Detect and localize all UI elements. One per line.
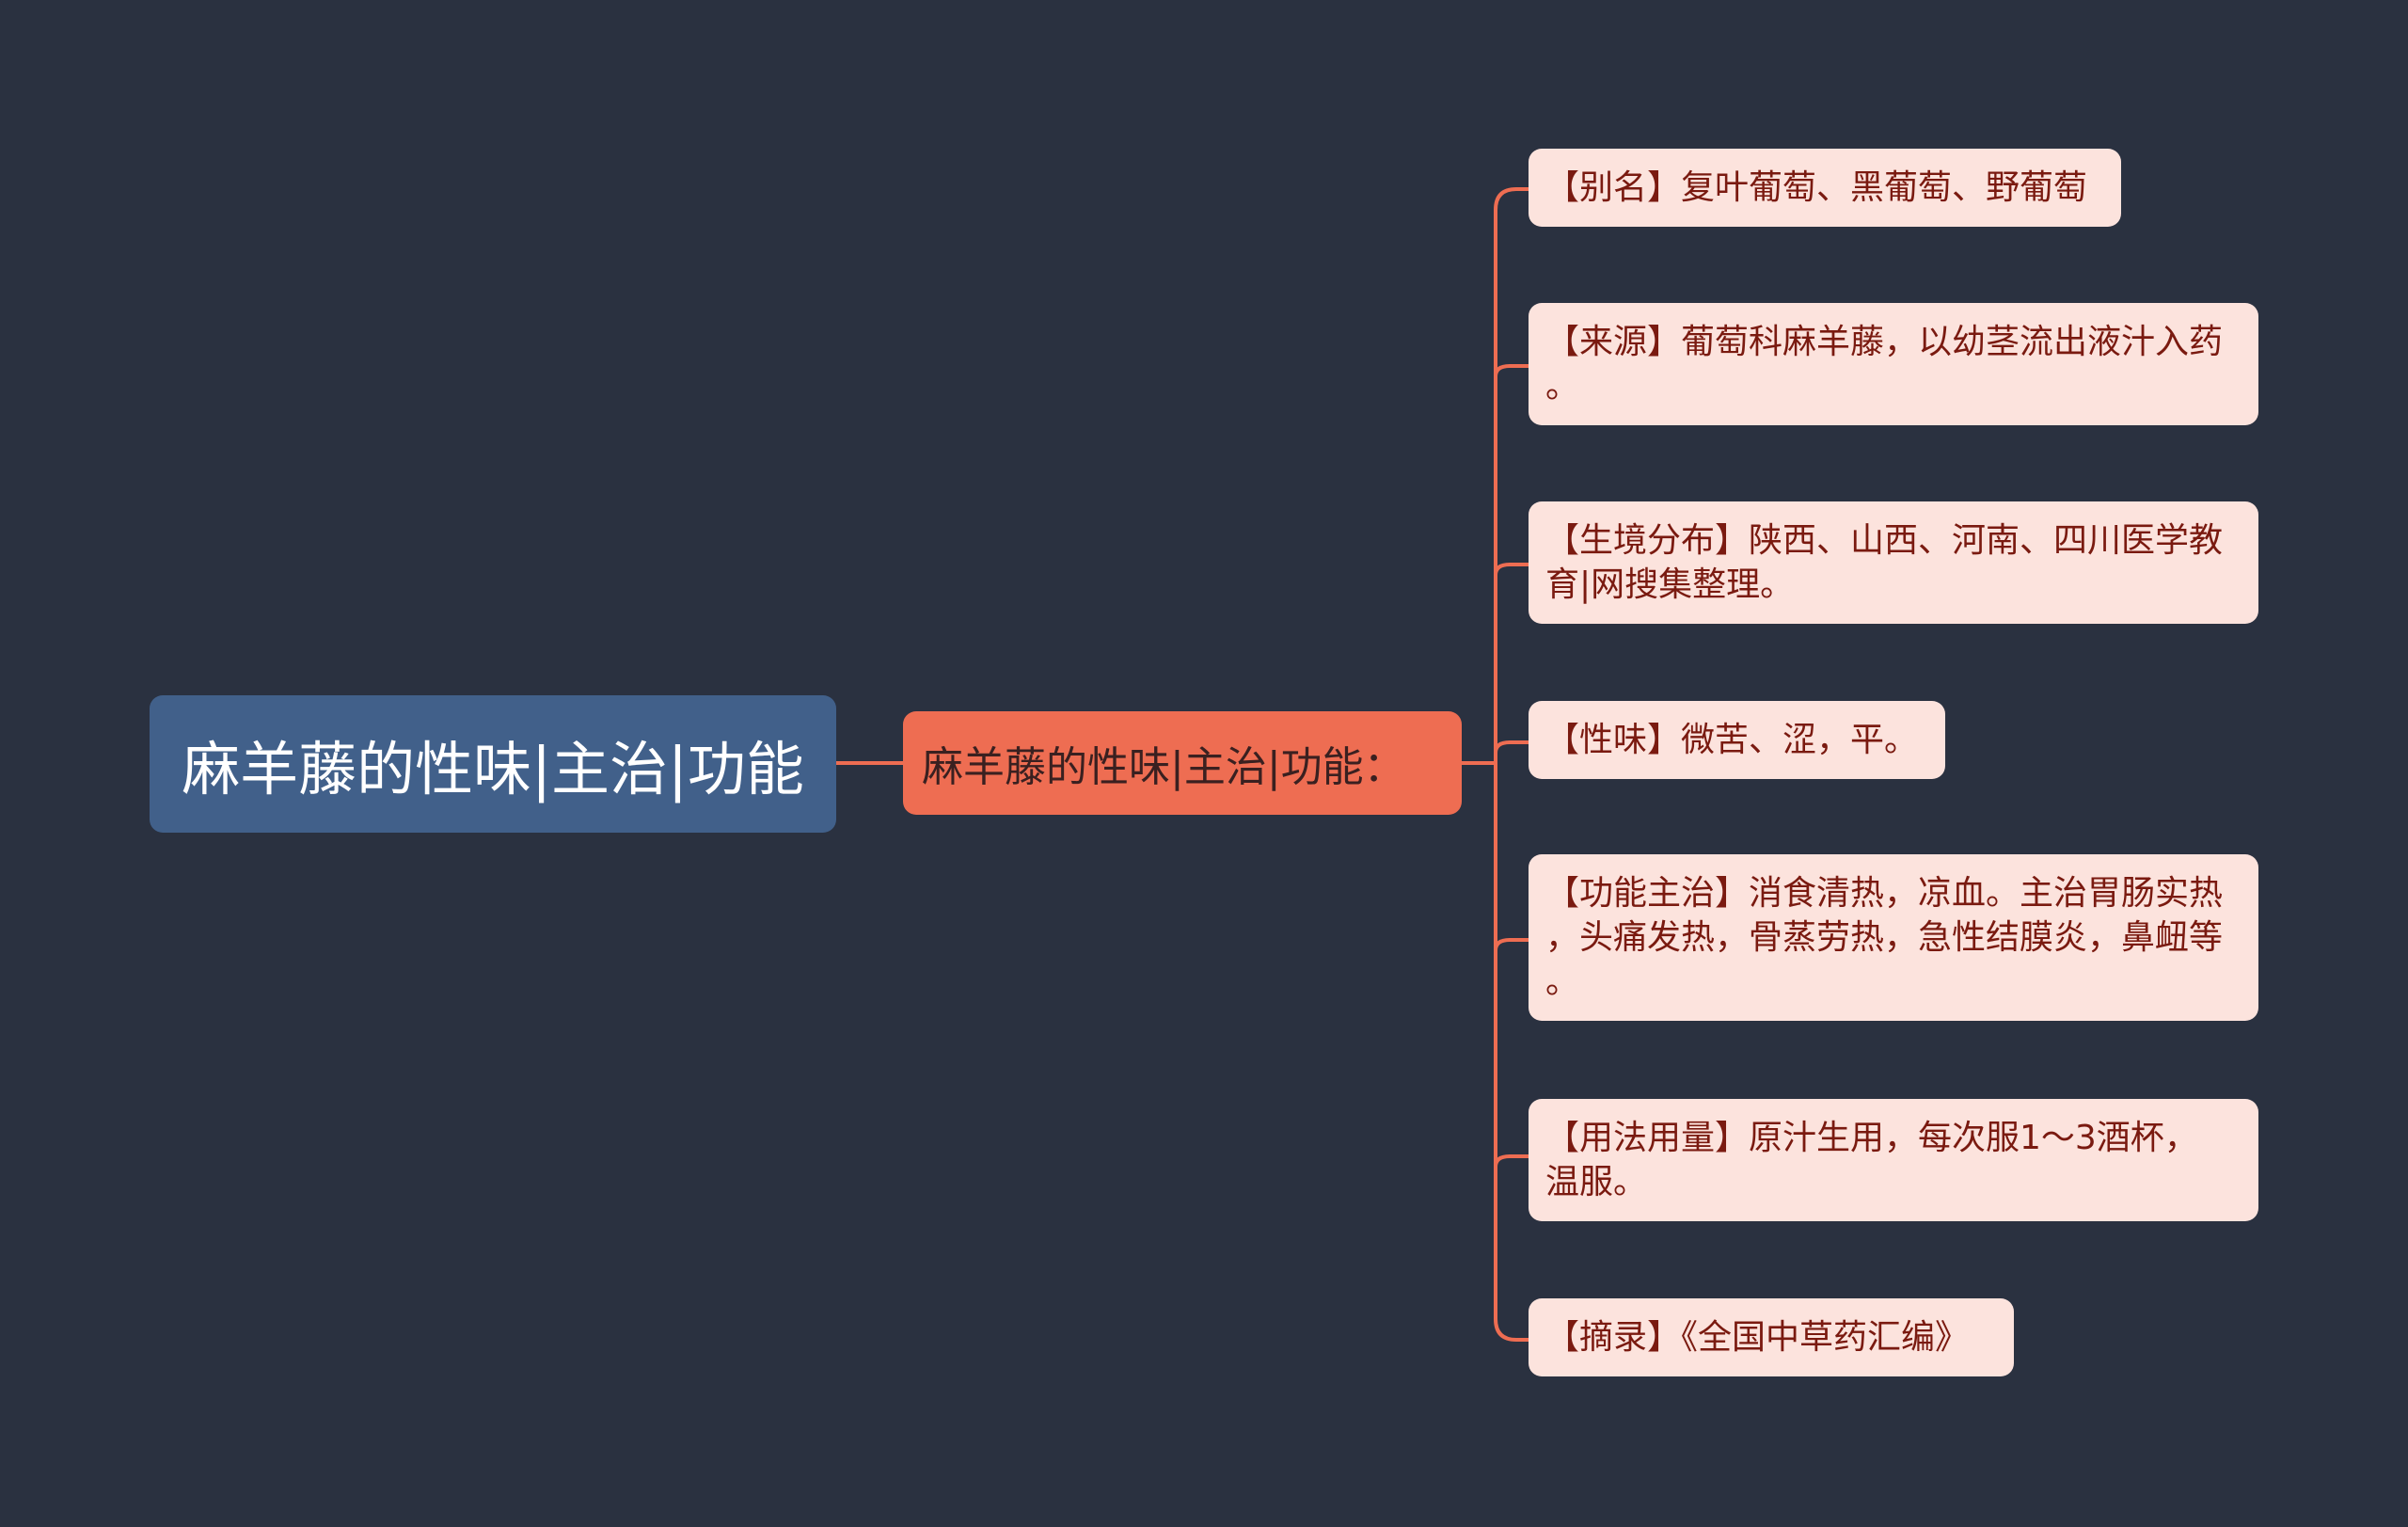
leaf-connector-3 (1494, 563, 1529, 576)
leaf-topic-excerpt[interactable]: 【摘录】《全国中草药汇编》 (1529, 1298, 2014, 1376)
leaf-text-line: 【摘录】《全国中草药汇编》 (1545, 1318, 1970, 1357)
leaf-topic-habitat[interactable]: 【生境分布】陕西、山西、河南、四川医学教 育|网搜集整理。 (1529, 501, 2258, 624)
leaf-text-line: 。 (1545, 367, 1580, 406)
leaf-text-line: 。 (1545, 962, 1580, 1001)
leaf-text-line: ，头痛发热，骨蒸劳热，急性结膜炎，鼻衄等 (1545, 918, 2224, 957)
leaf-text-line: 温服。 (1545, 1163, 1648, 1201)
leaf-topic-alias[interactable]: 【别名】复叶葡萄、黑葡萄、野葡萄 (1529, 149, 2121, 227)
leaf-text-line: 【功能主治】消食清热，凉血。主治胃肠实热 (1545, 874, 2224, 913)
leaf-text-line: 【别名】复叶葡萄、黑葡萄、野葡萄 (1545, 168, 2088, 207)
leaf-topic-usage[interactable]: 【用法用量】原汁生用，每次服1～3酒杯， 温服。 (1529, 1099, 2258, 1221)
leaf-text-line: 育|网搜集整理。 (1545, 565, 1795, 604)
leaf-text-line: 【性味】微苦、涩，平。 (1545, 721, 1919, 759)
leaf-connector-6 (1494, 1154, 1529, 1168)
leaf-text-line: 【生境分布】陕西、山西、河南、四川医学教 (1545, 521, 2224, 560)
leaf-text-line: 【来源】葡萄科麻羊藤，以幼茎流出液汁入药 (1545, 323, 2224, 361)
leaf-text-line: 【用法用量】原汁生用，每次服1～3酒杯， (1545, 1119, 2198, 1157)
leaf-connector-5 (1494, 938, 1529, 951)
leaf-connector-1 (1494, 187, 1529, 763)
leaf-topic-source[interactable]: 【来源】葡萄科麻羊藤，以幼茎流出液汁入药 。 (1529, 303, 2258, 425)
main-branch-topic[interactable]: 麻羊藤的性味|主治|功能： (903, 711, 1462, 815)
root-topic[interactable]: 麻羊藤的性味|主治|功能 (150, 695, 836, 833)
leaf-connector-7 (1494, 763, 1529, 1342)
leaf-connector-4 (1494, 740, 1529, 754)
leaf-topic-function[interactable]: 【功能主治】消食清热，凉血。主治胃肠实热 ，头痛发热，骨蒸劳热，急性结膜炎，鼻衄… (1529, 854, 2258, 1021)
leaf-topic-taste[interactable]: 【性味】微苦、涩，平。 (1529, 701, 1945, 779)
leaf-connector-2 (1494, 364, 1529, 377)
